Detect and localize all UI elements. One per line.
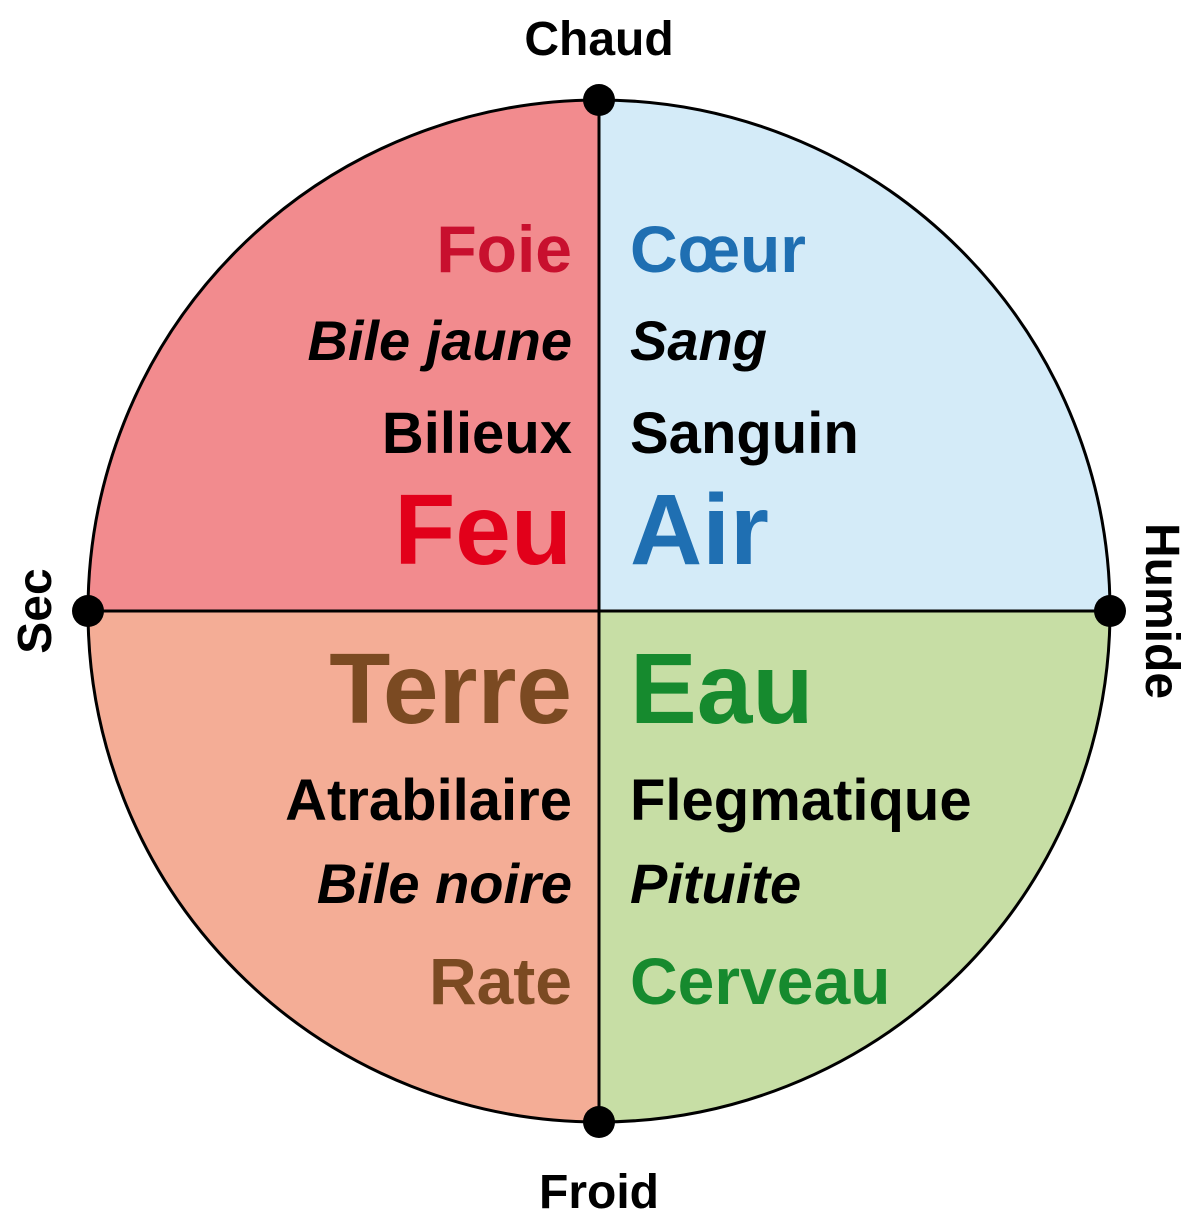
dot-top	[583, 84, 615, 116]
bl-element: Terre	[329, 633, 572, 745]
dot-bottom	[583, 1106, 615, 1138]
bl-organ: Rate	[429, 944, 572, 1018]
tr-element: Air	[630, 474, 769, 586]
br-humor: Pituite	[630, 852, 801, 915]
dot-left	[72, 595, 104, 627]
tr-temperament: Sanguin	[630, 401, 859, 466]
tl-humor: Bile jaune	[307, 309, 572, 372]
tl-element: Feu	[394, 474, 572, 586]
quadrant-top-left	[88, 100, 599, 611]
br-element: Eau	[630, 633, 813, 745]
dot-right	[1094, 595, 1126, 627]
quadrant-bottom-left	[88, 611, 599, 1122]
quadrant-top-right	[599, 100, 1110, 611]
tr-humor: Sang	[630, 309, 767, 372]
tl-organ: Foie	[436, 212, 572, 286]
bl-temperament: Atrabilaire	[285, 768, 572, 833]
br-organ: Cerveau	[630, 944, 891, 1018]
quadrant-bottom-right	[599, 611, 1110, 1122]
tr-organ: Cœur	[630, 212, 806, 286]
label-bottom: Froid	[539, 1166, 659, 1219]
br-temperament: Flegmatique	[630, 768, 972, 833]
label-top: Chaud	[524, 13, 673, 66]
tl-temperament: Bilieux	[382, 401, 572, 466]
label-right: Humide	[1135, 523, 1188, 699]
label-left: Sec	[9, 568, 62, 653]
bl-humor: Bile noire	[317, 852, 572, 915]
